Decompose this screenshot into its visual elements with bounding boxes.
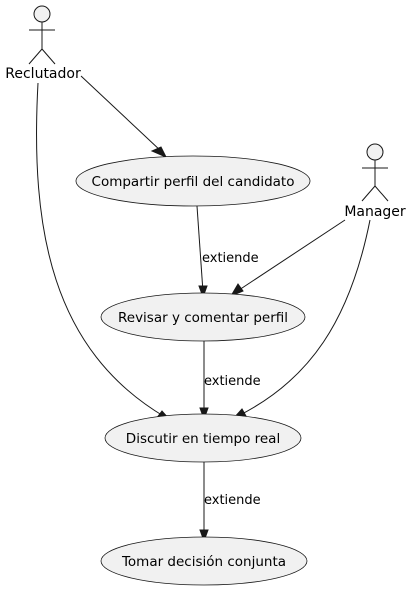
arrowhead	[150, 146, 168, 158]
usecase-ellipse	[100, 536, 308, 586]
edge-manager-to-discuss	[237, 219, 371, 417]
usecase-label-discutir: Discutir en tiempo real	[126, 431, 280, 447]
actor-label-manager: Manager	[344, 204, 406, 220]
actor-right-leg	[374, 185, 389, 202]
actor-manager[interactable]: Manager	[344, 143, 406, 220]
usecase-revisar-comentar[interactable]: Revisar y comentar perfil	[100, 292, 306, 342]
arrowhead	[229, 283, 244, 298]
actor-label-reclutador: Reclutador	[5, 66, 81, 82]
actor-head-icon	[33, 5, 51, 23]
edge-reclutador-to-share	[80, 75, 163, 153]
edge-label-extiende-1: extiende	[202, 251, 259, 266]
usecase-ellipse	[75, 155, 311, 207]
edge-manager-to-review	[235, 219, 346, 293]
edge-share-to-review	[196, 205, 204, 293]
usecase-label-revisar: Revisar y comentar perfil	[118, 310, 288, 326]
usecase-label-compartir: Compartir perfil del candidato	[92, 174, 295, 190]
edge-reclutador-to-discuss	[36, 82, 166, 418]
edge-label-extiende-2: extiende	[204, 374, 261, 389]
arrowhead	[198, 285, 208, 299]
actor-left-leg	[28, 48, 43, 65]
actor-head-icon	[366, 143, 384, 161]
arrowhead	[199, 407, 209, 421]
usecase-discutir-tiempo-real[interactable]: Discutir en tiempo real	[104, 413, 302, 463]
actor-left-leg	[361, 185, 376, 202]
usecase-ellipse	[100, 292, 306, 342]
usecase-ellipse	[104, 413, 302, 463]
actor-right-leg	[41, 48, 56, 65]
usecase-label-decision: Tomar decisión conjunta	[121, 554, 286, 570]
actor-reclutador[interactable]: Reclutador	[5, 5, 81, 82]
usecase-tomar-decision[interactable]: Tomar decisión conjunta	[100, 536, 308, 586]
usecase-compartir-perfil[interactable]: Compartir perfil del candidato	[75, 155, 311, 207]
arrowhead	[199, 529, 209, 543]
edge-label-extiende-3: extiende	[204, 493, 261, 508]
